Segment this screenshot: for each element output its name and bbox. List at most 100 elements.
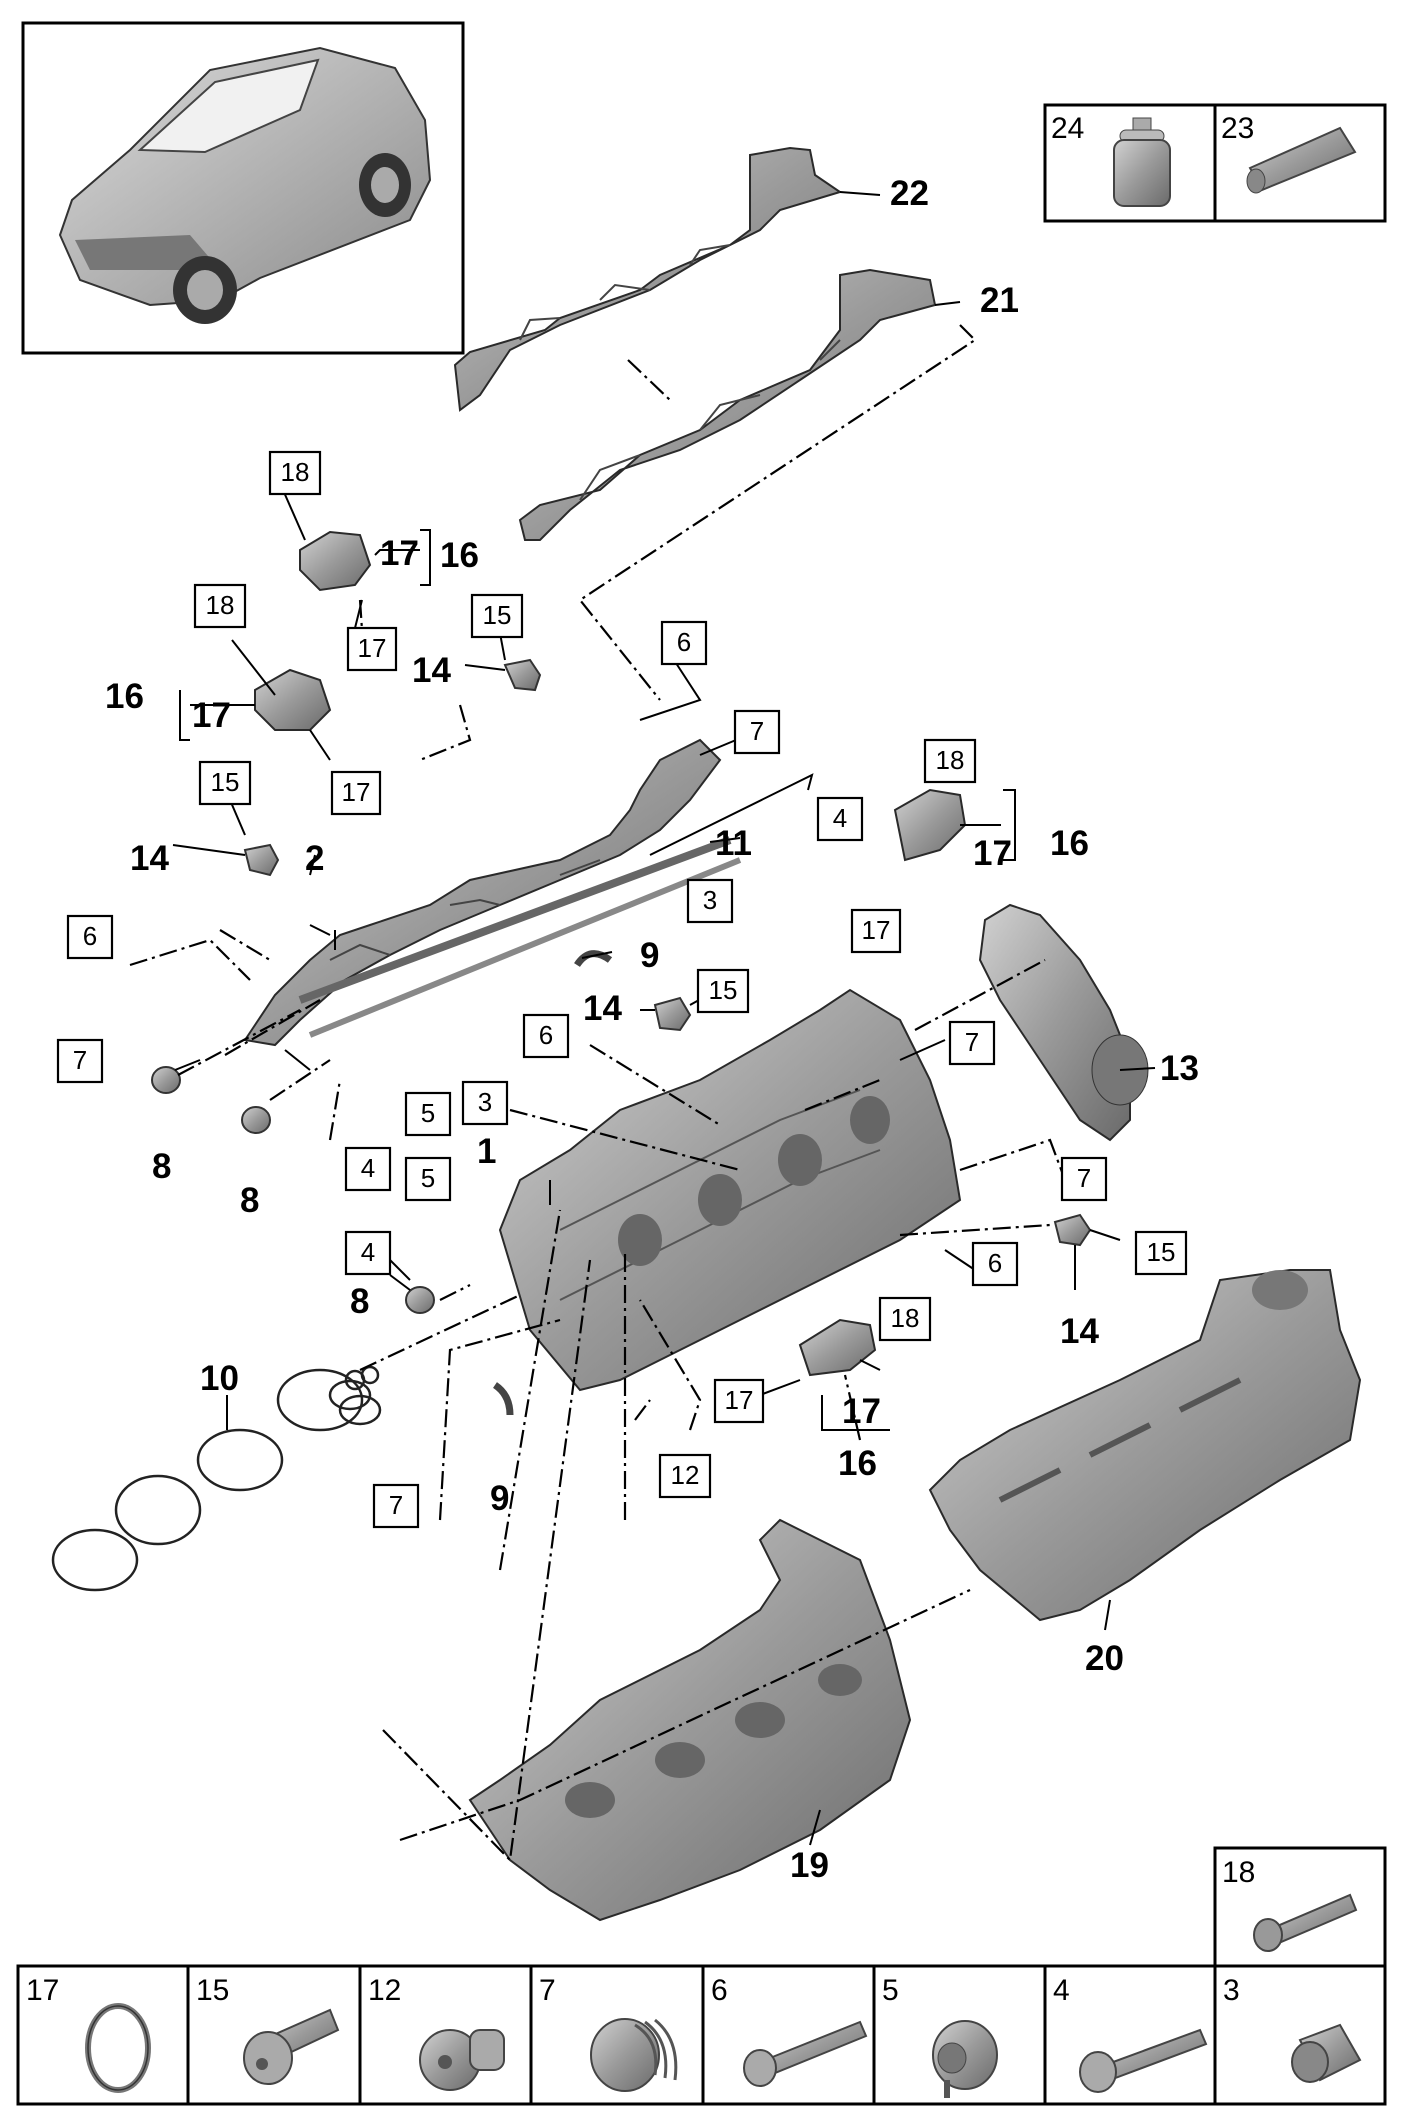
hex-bolt-icon [743,2020,868,2087]
callout-box-4-label: 4 [361,1237,375,1267]
callout-box-18: 18 [268,450,322,496]
legend-5-number: 5 [882,1974,899,2007]
callout-box-15: 15 [470,593,524,639]
callout-11: 11 [715,824,752,863]
callout-box-15-label: 15 [709,975,738,1005]
legend-7-number: 7 [539,1974,556,2007]
flange-bolt-icon [243,2008,340,2085]
callout-14: 14 [412,651,451,690]
socket-head-bolt-icon [1253,1893,1358,1952]
sealant-bottle-icon [1113,117,1171,207]
callout-16: 16 [105,677,144,716]
solenoid-valve-right [893,788,967,862]
legend-side-18: 18 [1213,1846,1387,1968]
callout-box-5-label: 5 [421,1098,435,1128]
callout-box-17-label: 17 [358,633,387,663]
legend-3-number: 3 [1223,1974,1240,2007]
o-ring-icon [85,2003,151,2093]
legend-18-number: 18 [1222,1856,1255,1889]
callout-21: 21 [980,281,1019,320]
callout-box-6: 6 [660,620,708,666]
callout-box-7: 7 [56,1038,104,1084]
solenoid-valve-top [299,530,372,592]
part-22-upper-cover [453,146,843,412]
callout-box-4: 4 [816,796,864,842]
part-10-gasket-set [51,1365,382,1592]
sealing-cap-part-8 [151,1066,435,1314]
legend-bottom: 17 15 12 7 6 5 4 3 [16,1964,1387,2106]
callout-14: 14 [1060,1312,1099,1351]
callout-20: 20 [1085,1639,1124,1678]
callout-box-6-label: 6 [83,921,97,951]
callout-box-4-label: 4 [833,803,847,833]
callout-box-15: 15 [696,968,750,1014]
callout-box-15-label: 15 [483,600,512,630]
callout-box-17: 17 [346,626,398,672]
callout-17: 17 [842,1392,881,1431]
solenoid-valve-left [254,668,332,731]
callout-8: 8 [350,1282,369,1321]
callout-9: 9 [490,1479,509,1518]
plug-sleeve-icon [1291,2023,1362,2083]
callout-box-6-label: 6 [988,1248,1002,1278]
callout-box-17: 17 [713,1378,765,1424]
callout-box-12: 12 [658,1453,712,1499]
callout-box-5-label: 5 [421,1163,435,1193]
callout-box-5: 5 [404,1156,452,1202]
callout-19: 19 [790,1846,829,1885]
callout-box-18-label: 18 [891,1303,920,1333]
sensor-part-14 [243,658,1092,1247]
callout-box-4: 4 [344,1146,392,1192]
long-bolt-icon [1079,2028,1208,2093]
callout-box-5: 5 [404,1091,452,1137]
callout-box-7: 7 [733,709,781,755]
callout-box-6: 6 [66,914,114,960]
suv-vehicle-icon [58,46,432,324]
callout-8: 8 [152,1147,171,1186]
part-13-timing-cover [978,903,1149,1142]
solenoid-valve-bottom [798,1318,877,1377]
callout-box-7: 7 [372,1483,420,1529]
part-1-cylinder-head [498,988,962,1392]
callout-14: 14 [583,989,622,1028]
callout-box-12-label: 12 [671,1460,700,1490]
part-20-lower-head [928,1269,1362,1622]
callout-box-15-label: 15 [1147,1237,1176,1267]
callout-box-6: 6 [971,1241,1019,1287]
callout-box-7-label: 7 [389,1490,403,1520]
legend-6-number: 6 [711,1974,728,2007]
callout-box-18: 18 [923,738,977,784]
assembly-lines [129,324,1067,1863]
callout-8: 8 [240,1181,259,1220]
callout-box-7: 7 [1060,1156,1108,1202]
callout-box-3-label: 3 [703,885,717,915]
callout-17: 17 [380,534,419,573]
callout-box-6-label: 6 [677,627,691,657]
callout-box-17-label: 17 [725,1385,754,1415]
callout-16: 16 [1050,824,1089,863]
legend-23-number: 23 [1221,112,1254,145]
callout-box-18-label: 18 [936,745,965,775]
callout-box-3: 3 [686,878,734,924]
legend-4-number: 4 [1053,1974,1070,2007]
callout-box-6: 6 [522,1013,570,1059]
callout-box-15: 15 [198,760,252,806]
callout-numbers: 22 21 17 16 14 16 17 14 2 11 17 16 9 14 … [105,174,1199,1885]
callout-14: 14 [130,839,169,878]
callout-box-7-label: 7 [73,1045,87,1075]
callout-17: 17 [973,834,1012,873]
callout-box-3-label: 3 [478,1087,492,1117]
callout-2: 2 [305,839,324,878]
callout-box-4: 4 [344,1230,392,1276]
legend-top: 24 23 [1043,103,1387,223]
bearing-shell-part-9 [492,950,613,1416]
callout-box-18-label: 18 [281,457,310,487]
callout-box-15: 15 [1134,1230,1188,1276]
callout-9: 9 [640,936,659,975]
callout-box-15-label: 15 [211,767,240,797]
paste-tube-icon [1246,126,1357,194]
callout-17: 17 [192,696,231,735]
callout-10: 10 [200,1359,239,1398]
callout-box-18: 18 [878,1296,932,1342]
